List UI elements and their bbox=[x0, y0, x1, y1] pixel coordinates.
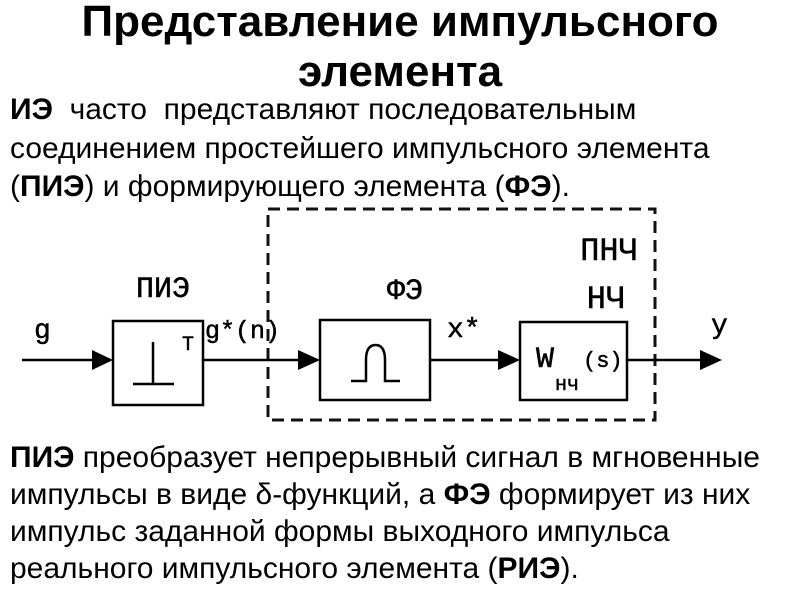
transfer-function-subscript: нч bbox=[555, 374, 579, 397]
term-fe: ФЭ bbox=[443, 478, 491, 511]
transfer-function-argument: (s) bbox=[583, 349, 623, 374]
sampling-period-label: T bbox=[182, 334, 194, 357]
sampler-block bbox=[111, 319, 205, 407]
summary-line-2-rest: формирует из них bbox=[490, 478, 751, 511]
intro-line-2-text: соединением простейшего импульсного элем… bbox=[10, 131, 710, 165]
shaper-block-label: ФЭ bbox=[387, 275, 423, 309]
term-rie: РИЭ bbox=[497, 552, 561, 585]
summary-line-1-text: преобразует непрерывный сигнал в мгновен… bbox=[74, 441, 760, 474]
summary-paragraph: ПИЭ преобразует непрерывный сигнал в мгн… bbox=[10, 439, 760, 587]
impulse-sampler-icon bbox=[133, 342, 174, 386]
term-pie: ПИЭ bbox=[20, 170, 85, 203]
intro-line-3: (ПИЭ) и формирующего элемента (ФЭ). bbox=[10, 168, 710, 207]
sampler-output-label: g*(n) bbox=[205, 317, 280, 346]
summary-line-3-text: импульс заданной формы выходного импульс… bbox=[10, 515, 670, 548]
summary-line-4-end: ). bbox=[560, 552, 579, 585]
transfer-function-label: W нч (s) bbox=[536, 343, 623, 398]
output-signal-label: y bbox=[711, 311, 728, 342]
intro-line-3-open: ( bbox=[10, 170, 20, 203]
summary-line-2-start: импульсы в виде δ-функций, а bbox=[10, 478, 444, 511]
group-label-pnch: ПНЧ bbox=[580, 233, 638, 270]
rectangular-pulse-icon bbox=[351, 343, 400, 383]
intro-line-3-close: ). bbox=[551, 170, 570, 203]
slide-title: Представление импульсного элемента bbox=[81, 0, 719, 96]
input-arrowhead bbox=[92, 350, 113, 370]
intro-line-2: соединением простейшего импульсного элем… bbox=[10, 130, 710, 169]
term-pie: ПИЭ bbox=[10, 441, 75, 474]
dashed-group-boundary bbox=[266, 207, 657, 422]
shaper-output-label: x* bbox=[447, 315, 481, 346]
group-label-nch: НЧ bbox=[587, 281, 625, 318]
intro-paragraph: ИЭ часто представляют последовательным с… bbox=[10, 91, 710, 207]
output-arrowhead bbox=[700, 350, 722, 370]
summary-line-4: реального импульсного элемента (РИЭ). bbox=[10, 550, 760, 587]
term-fe: ФЭ bbox=[504, 170, 552, 203]
input-signal-label: g bbox=[34, 316, 51, 347]
sampler-block-label: ПИЭ bbox=[136, 273, 190, 307]
summary-line-4-start: реального импульсного элемента ( bbox=[10, 552, 498, 585]
shaper-output-arrowhead bbox=[498, 350, 520, 370]
transfer-function-symbol: W bbox=[536, 343, 554, 377]
intro-line-1-text: часто представляют последовательным bbox=[52, 93, 637, 126]
summary-line-1: ПИЭ преобразует непрерывный сигнал в мгн… bbox=[10, 439, 760, 476]
summary-line-2: импульсы в виде δ-функций, а ФЭ формируе… bbox=[10, 476, 760, 513]
intro-line-3-mid: ) и формирующего элемента ( bbox=[84, 170, 505, 203]
summary-line-3: импульс заданной формы выходного импульс… bbox=[10, 513, 760, 550]
intro-line-1: ИЭ часто представляют последовательным bbox=[10, 91, 710, 130]
term-ie: ИЭ bbox=[10, 93, 53, 126]
shaper-block bbox=[318, 318, 432, 402]
block-diagram: g ПИЭ T g*(n) ФЭ x* ПНЧ НЧ W нч (s) bbox=[22, 207, 728, 422]
sampler-output-arrowhead bbox=[298, 350, 320, 370]
